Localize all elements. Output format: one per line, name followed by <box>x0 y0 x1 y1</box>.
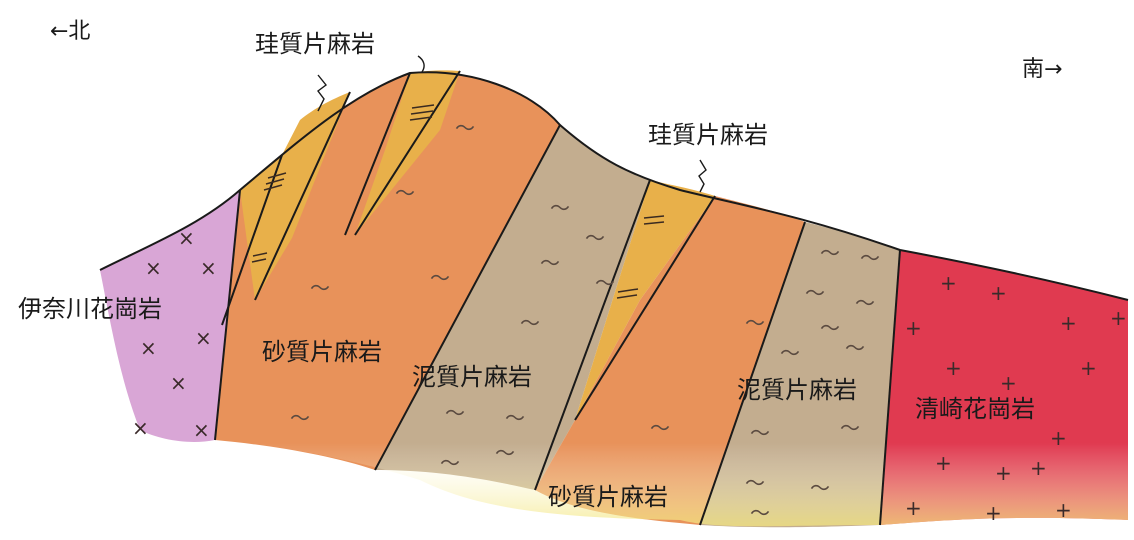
svg-text:～: ～ <box>445 401 465 425</box>
svg-text:～: ～ <box>290 406 310 430</box>
svg-text:～: ～ <box>805 281 825 305</box>
svg-text:×: × <box>140 336 157 360</box>
svg-text:×: × <box>145 256 162 280</box>
north-direction-label: ←北 <box>50 19 90 44</box>
svg-text:～: ～ <box>540 251 560 275</box>
svg-text:～: ～ <box>840 416 860 440</box>
svg-text:+: + <box>1080 356 1097 380</box>
svg-text:+: + <box>1060 311 1077 335</box>
svg-text:+: + <box>995 461 1012 485</box>
svg-text:～: ～ <box>550 196 570 220</box>
svg-text:～: ～ <box>440 451 460 475</box>
svg-text:+: + <box>905 496 922 520</box>
label-muddy-gneiss-left: 泥質片麻岩 <box>412 363 532 391</box>
label-muddy-gneiss-right: 泥質片麻岩 <box>737 376 857 404</box>
svg-text:～: ～ <box>810 476 830 500</box>
svg-text:×: × <box>193 418 210 442</box>
svg-text:+: + <box>1110 306 1127 330</box>
svg-text:～: ～ <box>520 311 540 335</box>
svg-text:～: ～ <box>745 471 765 495</box>
svg-text:～: ～ <box>310 276 330 300</box>
svg-text:～: ～ <box>650 416 670 440</box>
leader-siliceous-schist-mid <box>699 160 706 192</box>
label-sandy-gneiss-bottom: 砂質片麻岩 <box>548 483 668 511</box>
svg-text:～: ～ <box>585 226 605 250</box>
svg-text:×: × <box>200 256 217 280</box>
svg-text:+: + <box>935 451 952 475</box>
svg-text:+: + <box>905 316 922 340</box>
south-direction-label: 南→ <box>1022 57 1062 82</box>
label-siliceous-schist-top: 珪質片麻岩 <box>255 30 375 58</box>
svg-text:+: + <box>985 501 1002 525</box>
svg-text:～: ～ <box>430 266 450 290</box>
svg-text:～: ～ <box>860 246 880 270</box>
svg-text:+: + <box>940 271 957 295</box>
svg-text:+: + <box>945 356 962 380</box>
svg-text:～: ～ <box>750 501 770 525</box>
label-sandy-gneiss-left: 砂質片麻岩 <box>262 338 382 366</box>
svg-text:～: ～ <box>820 241 840 265</box>
svg-text:～: ～ <box>595 271 615 295</box>
svg-text:+: + <box>1050 426 1067 450</box>
svg-text:～: ～ <box>750 421 770 445</box>
svg-text:×: × <box>132 416 149 440</box>
svg-text:～: ～ <box>495 441 515 465</box>
svg-text:～: ～ <box>505 406 525 430</box>
label-siliceous-schist-mid: 珪質片麻岩 <box>648 121 768 149</box>
svg-text:～: ～ <box>745 311 765 335</box>
label-ina-granite: 伊奈川花崗岩 <box>18 295 162 323</box>
svg-text:～: ～ <box>780 341 800 365</box>
svg-text:+: + <box>1000 371 1017 395</box>
svg-text:～: ～ <box>455 116 475 140</box>
svg-text:+: + <box>1055 498 1072 522</box>
svg-text:+: + <box>1030 456 1047 480</box>
svg-text:～: ～ <box>855 291 875 315</box>
svg-text:+: + <box>990 281 1007 305</box>
label-kiyosaki-granite: 清崎花崗岩 <box>915 395 1035 423</box>
svg-text:×: × <box>178 226 195 250</box>
svg-text:×: × <box>195 326 212 350</box>
svg-text:×: × <box>170 371 187 395</box>
svg-text:～: ～ <box>845 336 865 360</box>
svg-text:～: ～ <box>820 316 840 340</box>
svg-text:～: ～ <box>395 181 415 205</box>
